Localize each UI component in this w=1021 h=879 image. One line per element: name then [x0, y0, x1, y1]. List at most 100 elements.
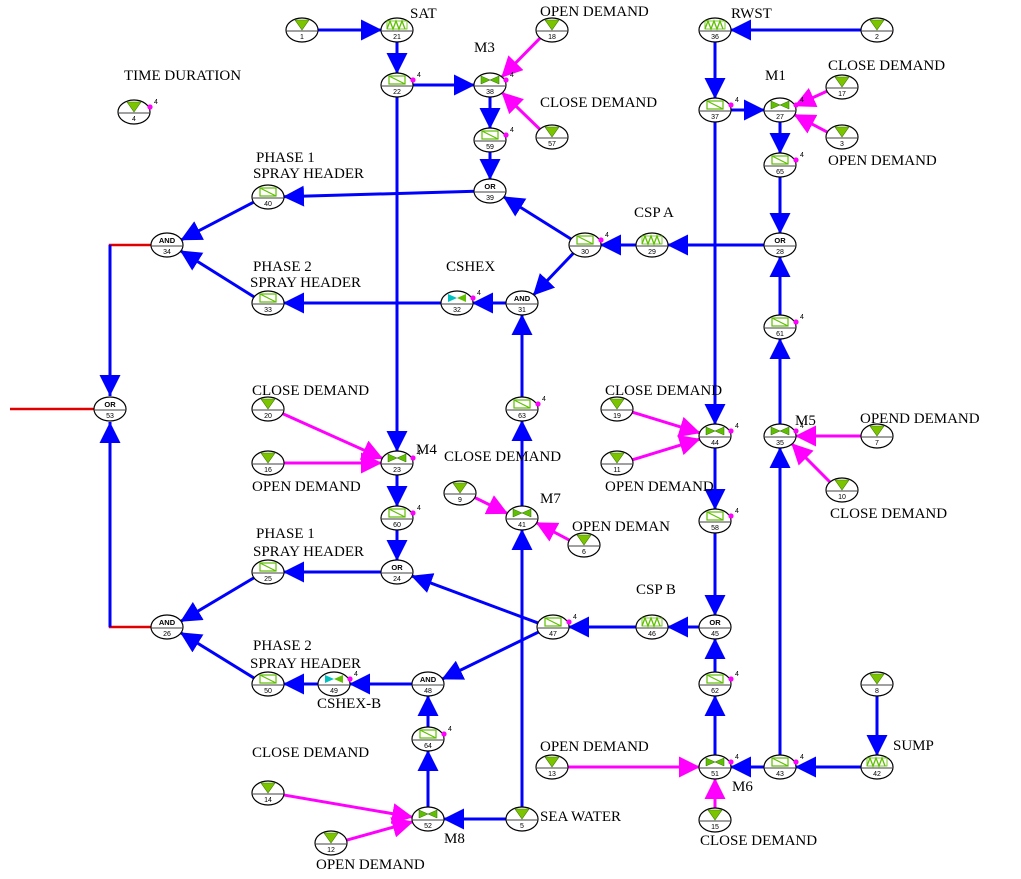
port-marker-label: 4: [800, 314, 804, 321]
node-3[interactable]: 3: [825, 124, 859, 150]
pipe-icon: [513, 399, 531, 409]
node-number: 18: [548, 34, 556, 41]
demand-line: [793, 87, 829, 108]
pipe-slash: [481, 130, 499, 140]
pipe-slash: [706, 100, 724, 110]
node-number: 6: [582, 549, 586, 556]
node-14[interactable]: 14: [251, 780, 285, 806]
label-m7-close-demand: CLOSE DEMAND: [444, 449, 561, 465]
node-58[interactable]: 584: [698, 508, 739, 534]
node-number: 24: [393, 576, 401, 583]
node-46[interactable]: 46: [635, 614, 669, 640]
node-29[interactable]: 29: [635, 232, 669, 258]
valve-icon: [705, 426, 725, 436]
node-52[interactable]: 52: [411, 806, 445, 832]
node-25[interactable]: 25: [251, 559, 285, 585]
node-65[interactable]: 654: [763, 152, 804, 178]
port-marker-label: 4: [735, 754, 739, 761]
node-23[interactable]: 234: [380, 450, 421, 476]
node-30[interactable]: 304: [568, 232, 609, 258]
port-marker-label: 4: [735, 97, 739, 104]
node-61[interactable]: 614: [763, 314, 804, 340]
node-37[interactable]: 374: [698, 97, 739, 123]
node-19[interactable]: 19: [600, 396, 634, 422]
node-15[interactable]: 15: [698, 807, 732, 833]
pipe-slash: [388, 508, 406, 518]
port-marker-icon: [410, 455, 416, 461]
node-36[interactable]: 36: [698, 17, 732, 43]
node-13[interactable]: 13: [535, 754, 569, 780]
node-17[interactable]: 17: [825, 74, 859, 100]
node-22[interactable]: 224: [380, 72, 421, 98]
port-marker-icon: [147, 104, 153, 110]
node-number: 62: [711, 688, 719, 695]
valve-icon: [512, 508, 532, 518]
node-60[interactable]: 60 4: [380, 505, 421, 531]
node-1[interactable]: 1: [285, 17, 319, 43]
node-50[interactable]: 50: [251, 671, 285, 697]
node-38[interactable]: 384: [473, 72, 514, 98]
node-64[interactable]: 644: [411, 726, 452, 752]
node-21[interactable]: 21: [380, 17, 414, 43]
node-4[interactable]: 44: [117, 99, 158, 125]
label-m5-close-demand: CLOSE DEMAND: [830, 506, 947, 522]
node-62[interactable]: 624: [698, 671, 739, 697]
node-63[interactable]: 634: [505, 396, 546, 422]
check-valve-body: [334, 675, 343, 683]
label-sat: SAT: [410, 6, 437, 22]
node-6[interactable]: 6: [567, 532, 601, 558]
node-41[interactable]: 41: [505, 505, 539, 531]
node-outline: [150, 614, 184, 640]
node-10[interactable]: 10: [825, 477, 859, 503]
node-43[interactable]: 434: [763, 754, 804, 780]
node-18[interactable]: 18: [535, 17, 569, 43]
node-12[interactable]: 12: [314, 830, 348, 856]
node-57[interactable]: 57: [535, 124, 569, 150]
node-27[interactable]: 274: [763, 97, 804, 123]
node-40[interactable]: 40: [251, 184, 285, 210]
node-11[interactable]: 11: [600, 450, 634, 476]
node-5[interactable]: 5: [505, 806, 539, 832]
node-number: 60: [393, 522, 401, 529]
node-42[interactable]: 42: [860, 754, 894, 780]
flow-line: [179, 249, 256, 299]
demand-line: [282, 793, 414, 824]
node-35[interactable]: 354: [763, 423, 804, 449]
label-m2-open-demand: OPEN DEMAND: [605, 479, 714, 495]
node-20[interactable]: 20: [251, 396, 285, 422]
node-16[interactable]: 16: [251, 450, 285, 476]
port-marker-icon: [793, 428, 799, 434]
nozzle-icon: [259, 293, 277, 303]
node-number: 53: [106, 413, 114, 420]
port-marker-label: 4: [605, 232, 609, 239]
node-number: 19: [613, 413, 621, 420]
node-7[interactable]: 7: [860, 423, 894, 449]
port-marker-icon: [441, 731, 447, 737]
port-marker-label: 4: [735, 423, 739, 430]
label-csp-b: CSP B: [636, 582, 676, 598]
node-8[interactable]: 8: [860, 671, 894, 697]
node-47[interactable]: 474: [536, 614, 577, 640]
label-m4: M4: [416, 442, 437, 458]
node-59[interactable]: 594: [473, 127, 514, 153]
node-9[interactable]: 9: [443, 480, 477, 506]
node-49[interactable]: 494: [317, 671, 358, 697]
port-marker-label: 4: [417, 505, 421, 512]
label-m8-close-demand: CLOSE DEMAND: [252, 745, 369, 761]
node-2[interactable]: 2: [860, 17, 894, 43]
label-cshex-b: CSHEX-B: [317, 696, 381, 712]
pipe-icon: [576, 235, 594, 245]
node-33[interactable]: 33: [251, 290, 285, 316]
node-32[interactable]: 324: [440, 290, 481, 316]
node-51[interactable]: 514: [698, 754, 739, 780]
node-44[interactable]: 444: [698, 423, 739, 449]
